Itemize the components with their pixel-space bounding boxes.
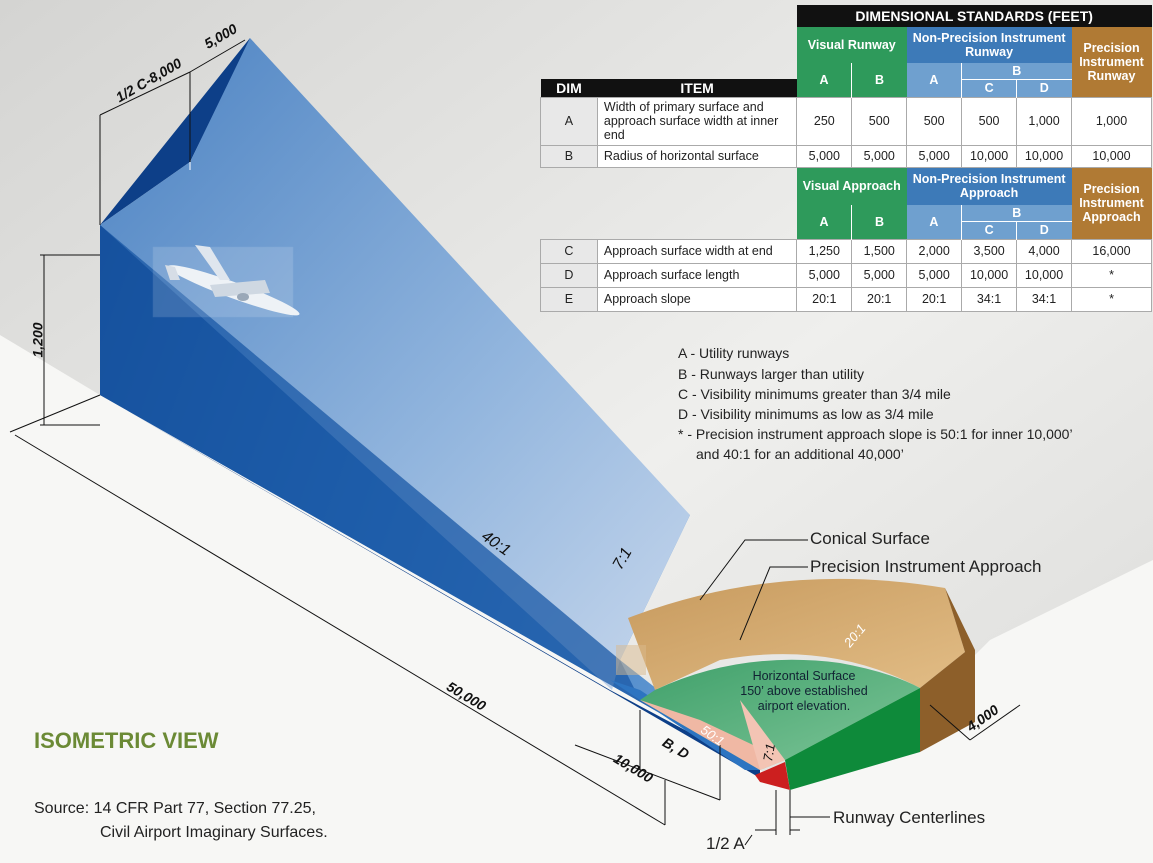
legend-item-star-cont: and 40:1 for an additional 40,000’ [696,446,904,462]
row-item: Approach surface length [596,262,798,288]
row-value: 2,000 [906,238,963,264]
row-item: Approach slope [596,286,798,312]
col-a-visual-approach: A [796,205,853,239]
row-item: Radius of horizontal surface [596,144,798,168]
runway-centerlines-callout: Runway Centerlines [833,808,986,827]
dimensional-standards-table: DIMENSIONAL STANDARDS (FEET) Visual Runw… [540,5,1152,312]
row-value: 1,250 [796,238,853,264]
group-precision-runway: Precision Instrument Runway [1071,27,1152,97]
col-b-nonprecision: B [961,63,1072,79]
row-value: 20:1 [851,286,908,312]
approach-surface-top [100,38,690,690]
view-title: ISOMETRIC VIEW [34,728,219,753]
row-value: 5,000 [851,144,908,168]
col-a-visual: A [796,63,853,97]
col-b-nonprecision-approach: B [961,205,1072,221]
row-value: 34:1 [961,286,1018,312]
table-row: B Radius of horizontal surface 5,000 5,0… [540,144,1152,168]
group-nonprecision-approach: Non-Precision Instrument Approach [906,167,1072,205]
precision-approach-callout: Precision Instrument Approach [810,557,1042,576]
airplane-icon [152,245,300,318]
conical-side [920,588,975,752]
group-visual-runway: Visual Runway [796,27,907,63]
source-line-2: Civil Airport Imaginary Surfaces. [100,824,328,841]
col-c: C [961,78,1018,97]
legend-item-b: B - Runways larger than utility [678,366,864,382]
row-value: 500 [906,96,963,146]
legend-item-d: D - Visibility minimums as low as 3/4 mi… [678,406,934,422]
row-value: 5,000 [906,262,963,288]
row-value: * [1071,286,1152,312]
table-row: A Width of primary surface and approach … [540,96,1152,146]
row-value: 10,000 [961,144,1018,168]
item-header: ITEM [597,79,797,97]
row-dim: E [540,286,598,312]
row-value: 10,000 [1016,144,1073,168]
table-row: D Approach surface length 5,000 5,000 5,… [540,262,1152,288]
legend-item-star: * - Precision instrument approach slope … [678,426,1073,442]
dim-header: DIM [540,79,598,97]
group-precision-approach: Precision Instrument Approach [1071,167,1152,239]
dim-1200-label: 1,200 [29,322,46,358]
horizontal-surface-line-2: 150’ above established [740,684,868,698]
col-a-nonprecision-approach: A [906,205,963,239]
conical-surface-callout: Conical Surface [810,529,931,548]
row-value: 250 [796,96,853,146]
row-value: 3,500 [961,238,1018,264]
table-row: E Approach slope 20:1 20:1 20:1 34:1 34:… [540,286,1152,312]
row-item: Approach surface width at end [596,238,798,264]
half-a-callout: 1/2 A [706,834,745,853]
row-value: 1,000 [1071,96,1152,146]
row-value: 16,000 [1071,238,1152,264]
legend-item-a: A - Utility runways [678,345,790,361]
horizontal-surface-side [785,688,920,790]
row-value: 10,000 [1071,144,1152,168]
row-value: 5,000 [851,262,908,288]
row-dim: B [540,144,598,168]
row-item: Width of primary surface and approach su… [596,96,798,146]
col-d-approach: D [1016,220,1072,239]
conical-surface [628,578,965,690]
slope-7b-label: 7:1 [760,742,778,763]
row-value: 10,000 [961,262,1018,288]
row-dim: A [540,96,598,146]
row-value: 5,000 [796,262,853,288]
col-a-nonprecision: A [906,63,963,97]
source-line-1: Source: 14 CFR Part 77, Section 77.25, [34,800,316,817]
row-value: 20:1 [796,286,853,312]
row-dim: C [540,238,598,264]
col-b-visual-approach: B [851,205,907,239]
row-value: 500 [961,96,1018,146]
table-title: DIMENSIONAL STANDARDS (FEET) [796,5,1152,27]
horizontal-surface [640,659,920,770]
group-nonprecision-runway: Non-Precision Instrument Runway [906,27,1072,63]
row-value: * [1071,262,1152,288]
row-value: 5,000 [796,144,853,168]
row-value: 34:1 [1016,286,1073,312]
row-value: 5,000 [906,144,963,168]
row-value: 20:1 [906,286,963,312]
row-value: 4,000 [1016,238,1073,264]
col-d: D [1016,78,1072,97]
row-value: 1,000 [1016,96,1073,146]
legend-item-c: C - Visibility minimums greater than 3/4… [678,386,951,402]
ground-plane [0,335,1153,863]
horizontal-surface-line-1: Horizontal Surface [752,669,856,683]
table-row: C Approach surface width at end 1,250 1,… [540,238,1152,264]
row-value: 10,000 [1016,262,1073,288]
row-value: 500 [851,96,908,146]
group-visual-approach: Visual Approach [796,167,907,205]
row-dim: D [540,262,598,288]
pink-wedge-2 [740,700,785,770]
horizontal-surface-line-3: airport elevation. [757,699,851,713]
runway [755,762,790,790]
horizontal-surface-label: Horizontal Surface 150’ above establishe… [734,669,874,714]
precision-wedge [640,700,785,770]
col-b-visual: B [851,63,907,97]
row-value: 1,500 [851,238,908,264]
col-c-approach: C [961,220,1018,239]
